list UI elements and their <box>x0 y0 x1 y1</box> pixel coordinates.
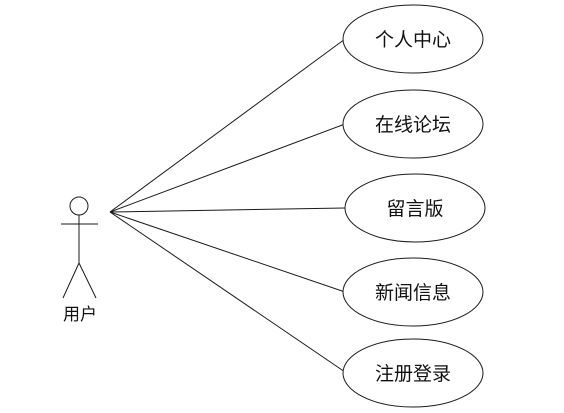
actor-head <box>69 196 89 216</box>
use-case-ellipse <box>342 89 484 159</box>
use-case-ellipse <box>342 4 484 74</box>
use-case-label: 个人中心 <box>375 29 451 51</box>
use-case-register-login: 注册登录 <box>342 338 484 408</box>
use-case-online-forum: 在线论坛 <box>342 89 484 159</box>
actor-right-leg <box>78 262 97 299</box>
actor-user: 用户 <box>61 196 98 325</box>
association-news-info <box>109 211 346 293</box>
actor-left-leg <box>62 262 80 299</box>
use-case-personal-center: 个人中心 <box>342 4 484 74</box>
actor-label: 用户 <box>63 305 97 325</box>
association-lines <box>109 38 346 373</box>
association-personal-center <box>109 38 346 213</box>
use-case-ellipse <box>344 173 486 243</box>
association-online-forum <box>109 123 346 213</box>
use-case-news-info: 新闻信息 <box>342 257 484 327</box>
association-message-board <box>109 207 346 213</box>
association-register-login <box>109 211 346 373</box>
use-case-ellipse <box>342 257 484 327</box>
use-case-label: 在线论坛 <box>375 114 451 136</box>
use-case-label: 注册登录 <box>375 363 451 385</box>
use-case-label: 留言版 <box>386 198 443 220</box>
use-case-ellipse <box>342 338 484 408</box>
use-case-label: 新闻信息 <box>375 282 451 304</box>
use-case-message-board: 留言版 <box>344 173 486 243</box>
